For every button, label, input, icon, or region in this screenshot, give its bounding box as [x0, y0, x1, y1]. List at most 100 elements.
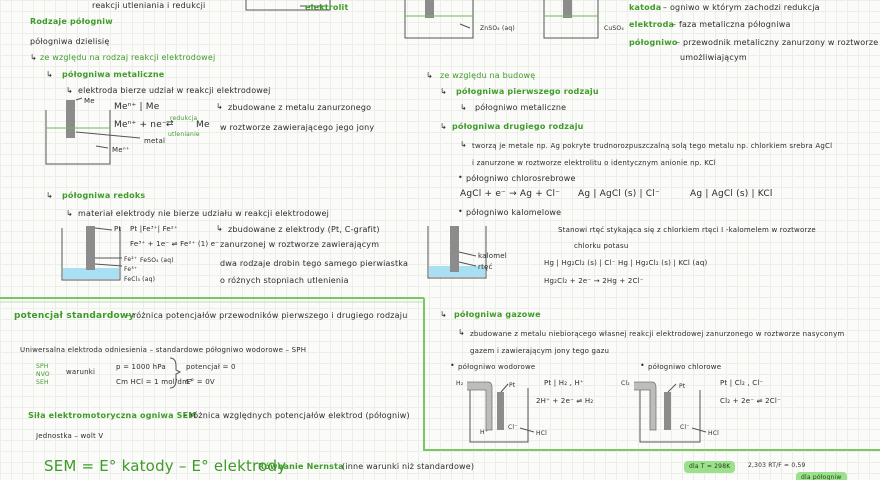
hcl-label-2: HCl	[708, 430, 719, 437]
gazowe-title: półogniwa gazowe	[454, 310, 541, 319]
uniwersalna-text: Uniwersalna elektroda odniesienia – stan…	[20, 346, 307, 354]
pologniwo-text2: umożliwiającym	[680, 53, 747, 62]
drugiego-desc-2: i zanurzone w roztworze elektrolitu o id…	[472, 159, 716, 167]
pologniwo-text: – przewodnik metaliczny zanurzony w rozt…	[676, 38, 879, 47]
gazowe-desc-1: zbudowane z metalu niebiorącego własnej …	[470, 330, 845, 338]
redoks-title: półogniwa redoks	[62, 191, 146, 200]
sila-rest: – różnica względnych potencjałów elektro…	[183, 411, 410, 420]
reakcji-text: reakcji utleniania i redukcji	[92, 1, 206, 10]
fe-label-3: Fe³⁺	[124, 266, 138, 273]
fe-equation: Fe³⁺ + 1e⁻ ⇌ Fe²⁺ (1) e⁻	[130, 240, 220, 248]
bullet-arrow-12: ↳	[460, 140, 467, 149]
pierwszego-title: półogniwa pierwszego rodzaju	[456, 87, 599, 96]
metal-label: metal	[144, 137, 166, 145]
cuso4-label: CuSO₄	[604, 25, 624, 32]
ag-notation-2: Ag | AgCl (s) | KCl	[690, 189, 773, 199]
sem-formula: SEM = E° katody – E° elektrody	[44, 457, 287, 475]
men-ion-label: Meⁿ⁺	[112, 146, 130, 154]
ze-wzgledu-text: ze względu na rodzaj reakcji elektrodowe…	[40, 53, 216, 62]
chlorosrebrowe-label: półogniwo chlorosrebrowe	[466, 174, 576, 183]
bullet-arrow-6: ↳	[66, 209, 73, 218]
h2-label: H₂	[456, 380, 464, 387]
bullet-arrow-3: ↳	[66, 86, 73, 95]
hg-notation-2: Hg | Hg₂Cl₂ (s) | KCl (aq)	[618, 259, 708, 267]
hg-notation-1: Hg | Hg₂Cl₂ (s) | Cl⁻	[544, 259, 616, 267]
metaliczne-sub: półogniwo metaliczne	[475, 103, 567, 112]
redukcja-label: redukcja	[170, 115, 198, 122]
top-beaker-zn	[404, 0, 474, 39]
rtec-label: rtęć	[478, 263, 493, 271]
hg-equation: Hg₂Cl₂ + 2e⁻ → 2Hg + 2Cl⁻	[544, 277, 644, 285]
pot0-text: potencjał = 0	[186, 363, 236, 371]
bullet-dot-1: •	[458, 173, 463, 182]
bullet-arrow-2: ↳	[46, 70, 53, 79]
cm-text: Cm HCl = 1 mol/dm³	[116, 378, 193, 386]
chlorowe-label: półogniwo chlorowe	[648, 363, 722, 371]
katoda-text: – ogniwo w którym zachodzi redukcja	[663, 3, 820, 12]
warunki-label: warunki	[66, 368, 96, 376]
drugiego-desc-1: tworzą je metale np. Ag pokryte trudnoro…	[472, 142, 833, 150]
metaliczne-text: elektroda bierze udział w reakcji elektr…	[78, 86, 271, 95]
bullet-arrow-13: ↳	[440, 310, 447, 319]
men-me-notation: Meⁿ⁺ | Me	[114, 102, 160, 112]
h-plus-label: H⁺	[480, 429, 489, 436]
fe-label-2: FeSO₄ (aq)	[140, 257, 174, 264]
redoks-desc-4: o różnych stopniach utlenienia	[220, 276, 349, 285]
top-beaker-cu	[543, 0, 599, 39]
elektroda-text: – faza metaliczna półogniwa	[672, 20, 791, 29]
sph-label: SPH	[36, 363, 49, 370]
sila-title: Siła elektromotoryczna ogniwa SEM	[28, 411, 197, 420]
pologniwo-label: półogniwo	[629, 38, 678, 47]
wodorowe-label: półogniwo wodorowe	[458, 363, 536, 371]
nernst-rest: (inne warunki niż standardowe)	[342, 462, 475, 471]
hydrogen-cell-diagram	[467, 381, 535, 443]
bullet-arrow-14: ↳	[458, 328, 465, 337]
kalomel-label: kalomel	[478, 252, 507, 260]
seh-label: SEH	[36, 379, 49, 386]
fe-label-4: FeCl₃ (aq)	[124, 276, 156, 283]
bullet-dot-2: •	[458, 207, 463, 216]
pt-label: Pt	[114, 225, 122, 233]
zbudowane-metal: zbudowane z metalu zanurzonego	[228, 103, 372, 112]
bullet-arrow-1: ↳	[30, 53, 37, 62]
drugiego-title: półogniwa drugiego rodzaju	[452, 122, 584, 131]
redoks-desc-1: zbudowane z elektrody (Pt, C-grafit)	[228, 225, 380, 234]
utlenianie-label: utlenianie	[168, 131, 200, 138]
cl2-label: Cl₂	[621, 380, 630, 387]
znso4-label: ZnSO₄ (aq)	[480, 25, 515, 32]
chlorine-cell-diagram	[634, 381, 707, 443]
bullet-arrow-11: ↳	[440, 122, 447, 131]
h-equation: 2H⁺ + 2e⁻ ⇌ H₂	[536, 397, 594, 405]
redoks-text: materiał elektrody nie bierze udziału w …	[78, 209, 330, 218]
redoks-desc-2: zanurzonej w roztworze zawierającym	[220, 240, 380, 249]
katoda-label: katoda	[629, 3, 662, 12]
redoks-desc-3: dwa rodzaje drobin tego samego pierwiast…	[220, 259, 409, 268]
nvo-label: NVO	[36, 371, 50, 378]
rodzaje-heading: Rodzaje półogniw	[30, 17, 113, 26]
me-label: Me	[84, 97, 95, 105]
bullet-arrow-4: ↳	[216, 102, 223, 111]
elektroda-label: elektroda	[629, 20, 675, 29]
pt-fe-notation: Pt |Fe³⁺| Fe²⁺	[130, 225, 178, 233]
top-cell-left	[245, 0, 331, 11]
bullet-dot-3: •	[450, 361, 455, 370]
nernst-title: Równanie Nernsta	[258, 462, 344, 471]
hcl-label: HCl	[536, 430, 547, 437]
bullet-arrow-5: ↳	[46, 191, 53, 200]
cl-minus-label-2: Cl⁻	[680, 424, 690, 431]
bullet-arrow-7: ↳	[216, 224, 223, 233]
e0-text: E° = 0V	[186, 378, 215, 386]
men-eq-left: Meⁿ⁺ + ne⁻	[114, 120, 167, 130]
h-notation: Pt | H₂ , H⁺	[544, 379, 584, 387]
eq-arrows: ⇄	[166, 119, 174, 129]
ag-equation: AgCl + e⁻ → Ag + Cl⁻	[460, 189, 561, 199]
men-eq-right: Me	[196, 120, 210, 130]
dzieli-text: półogniwa dzielisię	[30, 37, 110, 46]
ag-notation-1: Ag | AgCl (s) | Cl⁻	[578, 189, 660, 199]
kalomel-desc-1: Stanowi rtęć stykająca się z chlorkiem r…	[558, 226, 816, 234]
cl-equation: Cl₂ + 2e⁻ ⇌ 2Cl⁻	[720, 397, 781, 405]
brace	[169, 357, 182, 389]
bullet-arrow-8: ↳	[426, 71, 433, 80]
cl-notation: Pt | Cl₂ , Cl⁻	[720, 379, 764, 387]
section-frame	[0, 297, 880, 451]
